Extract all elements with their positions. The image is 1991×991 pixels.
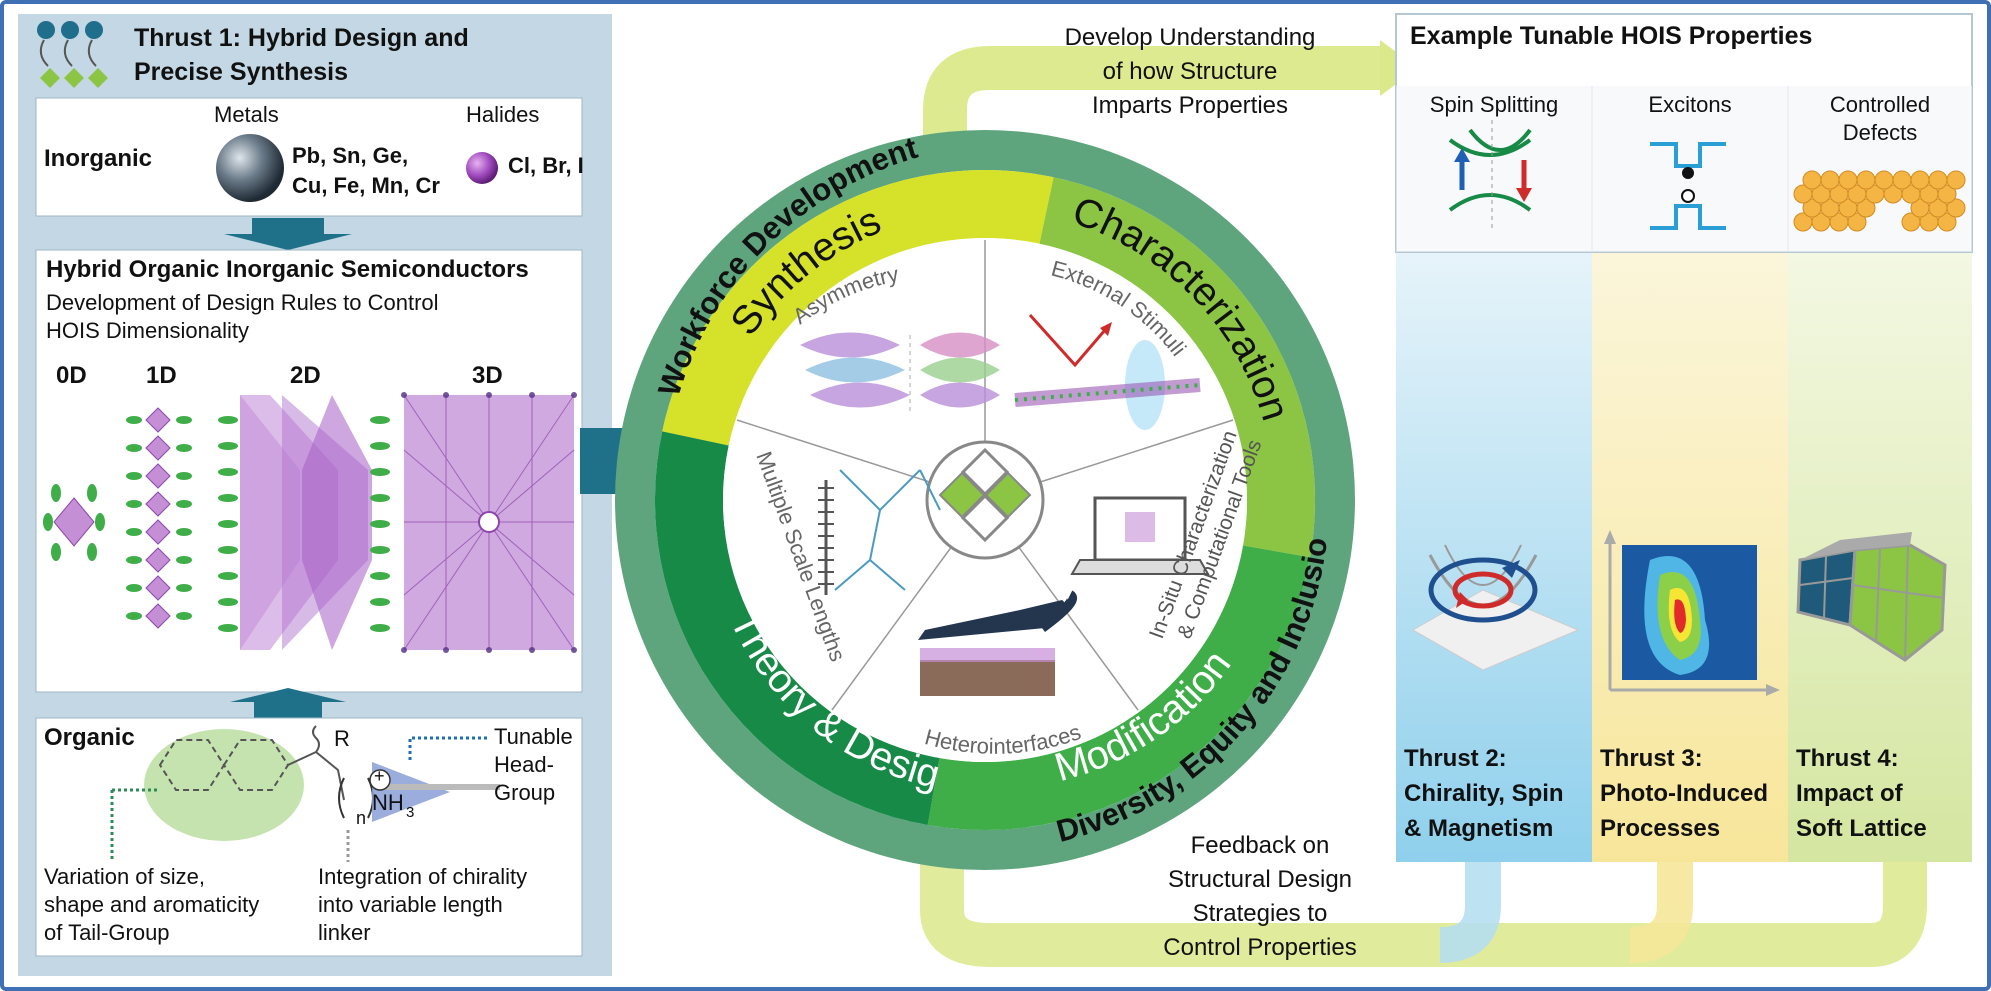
defects-label-line1: Controlled bbox=[1829, 92, 1931, 117]
thrust1-title-line1: Thrust 1: Hybrid Design and bbox=[134, 24, 469, 52]
halide-sphere-icon bbox=[466, 152, 498, 184]
center-diamonds-icon bbox=[938, 447, 1032, 543]
feedback-line3: Strategies to bbox=[1192, 900, 1328, 927]
up-arrow-icon bbox=[230, 688, 346, 718]
dim-3d-label: 3D bbox=[472, 362, 503, 389]
multiple-scale-lengths-illustration bbox=[818, 469, 941, 595]
head-group-line3: Group bbox=[494, 780, 556, 805]
organic-nh-label: NH bbox=[372, 790, 404, 815]
down-arrow-icon bbox=[224, 218, 352, 250]
thrust2-line2: Chirality, Spin bbox=[1404, 780, 1564, 807]
hois-subtitle-line1: Development of Design Rules to Control bbox=[46, 290, 439, 315]
linker-line2: into variable length bbox=[318, 892, 503, 917]
organic-box bbox=[35, 717, 583, 957]
thrust1-logo-icon bbox=[37, 21, 108, 88]
thrust3-line1: Thrust 3: bbox=[1600, 745, 1703, 772]
head-group-icon bbox=[372, 762, 450, 822]
feedback-arrow bbox=[920, 820, 1927, 967]
segment-characterization-label: Characterization bbox=[1067, 189, 1298, 426]
laptop-icon bbox=[1070, 496, 1210, 575]
feedback-line2: Structural Design bbox=[1167, 866, 1353, 893]
thrust2-line3: & Magnetism bbox=[1404, 815, 1554, 842]
segment-synthesis bbox=[662, 170, 1054, 446]
linker-line1: Integration of chirality bbox=[318, 864, 528, 889]
structure-2d bbox=[218, 395, 390, 650]
linker-line3: linker bbox=[318, 920, 371, 945]
segment-theory bbox=[654, 431, 940, 825]
thrust3-line3: Processes bbox=[1600, 815, 1721, 842]
develop-understanding-line2: of how Structure bbox=[1102, 58, 1278, 85]
properties-title: Example Tunable HOIS Properties bbox=[1410, 22, 1813, 50]
metals-label: Metals bbox=[214, 102, 279, 127]
external-stimuli-illustration bbox=[1014, 313, 1201, 430]
svg-text:Theory & Design: Theory & Design bbox=[0, 0, 944, 797]
structure-1d bbox=[126, 407, 192, 629]
tail-group-line2: shape and aromaticity bbox=[44, 892, 260, 917]
thrust1-title-line2: Precise Synthesis bbox=[134, 58, 349, 86]
organic-nh-subscript: 3 bbox=[406, 804, 415, 821]
center-logo-icon bbox=[925, 440, 1045, 560]
structure-0d bbox=[43, 484, 105, 561]
soft-lattice-graphic bbox=[1796, 532, 1947, 662]
halides-label: Halides bbox=[466, 102, 540, 127]
defects-label-line2: Defects bbox=[1842, 120, 1918, 145]
thrust2-column bbox=[1396, 240, 1592, 862]
thrust2-line1: Thrust 2: bbox=[1404, 745, 1507, 772]
develop-understanding-arrow bbox=[923, 46, 1385, 190]
spin-splitting-label: Spin Splitting bbox=[1429, 92, 1559, 117]
head-group-line2: Head- bbox=[494, 752, 554, 777]
segment-theory-label: Theory & Design bbox=[0, 0, 944, 797]
dim-0d-label: 0D bbox=[56, 362, 87, 389]
hois-title: Hybrid Organic Inorganic Semiconductors bbox=[46, 256, 529, 283]
metals-list-line1: Pb, Sn, Ge, bbox=[292, 143, 409, 168]
thrust4-line3: Soft Lattice bbox=[1796, 815, 1927, 842]
feedback-spur-thrust3 bbox=[1629, 860, 1693, 963]
segment-modification bbox=[927, 545, 1310, 830]
structure-3d bbox=[401, 392, 577, 653]
organic-n-label: n bbox=[356, 808, 367, 828]
hois-subtitle-line2: HOIS Dimensionality bbox=[46, 318, 249, 343]
segment-characterization bbox=[1039, 177, 1315, 558]
thrust3-line2: Photo-Induced bbox=[1600, 780, 1768, 807]
head-group-line1: Tunable bbox=[494, 724, 573, 749]
controlled-defects-icon bbox=[1793, 170, 1966, 232]
inorganic-label: Inorganic bbox=[44, 145, 153, 172]
dim-2d-label: 2D bbox=[290, 362, 321, 389]
feedback-line4: Control Properties bbox=[1163, 934, 1357, 961]
svg-text:Characterization: Characterization bbox=[1067, 189, 1298, 426]
halides-list: Cl, Br, I bbox=[508, 153, 584, 178]
organic-molecule bbox=[110, 725, 500, 862]
feedback-spur-thrust2 bbox=[1439, 860, 1501, 963]
dim-1d-label: 1D bbox=[146, 362, 177, 389]
spin-splitting-icon bbox=[1448, 120, 1532, 230]
excitons-label: Excitons bbox=[1648, 92, 1732, 117]
organic-r-label: R bbox=[334, 726, 350, 751]
excitons-icon bbox=[1650, 142, 1726, 230]
metals-list-line2: Cu, Fe, Mn, Cr bbox=[292, 173, 440, 198]
asymmetry-illustration bbox=[800, 332, 1000, 415]
metal-sphere-icon bbox=[216, 134, 284, 202]
organic-plus-label: + bbox=[374, 766, 385, 786]
develop-understanding-line1: Develop Understanding bbox=[1064, 24, 1316, 51]
organic-label: Organic bbox=[44, 724, 135, 751]
develop-understanding-line3: Imparts Properties bbox=[1091, 92, 1289, 119]
chirality-spin-graphic bbox=[1411, 544, 1580, 671]
thrust4-line1: Thrust 4: bbox=[1796, 745, 1899, 772]
tail-group-line3: of Tail-Group bbox=[44, 920, 170, 945]
feedback-line1: Feedback on bbox=[1190, 832, 1330, 859]
tail-group-line1: Variation of size, bbox=[44, 864, 206, 889]
heterointerfaces-illustration bbox=[918, 590, 1077, 696]
photo-induced-graphic bbox=[1604, 530, 1780, 696]
thrust4-line2: Impact of bbox=[1796, 780, 1903, 807]
